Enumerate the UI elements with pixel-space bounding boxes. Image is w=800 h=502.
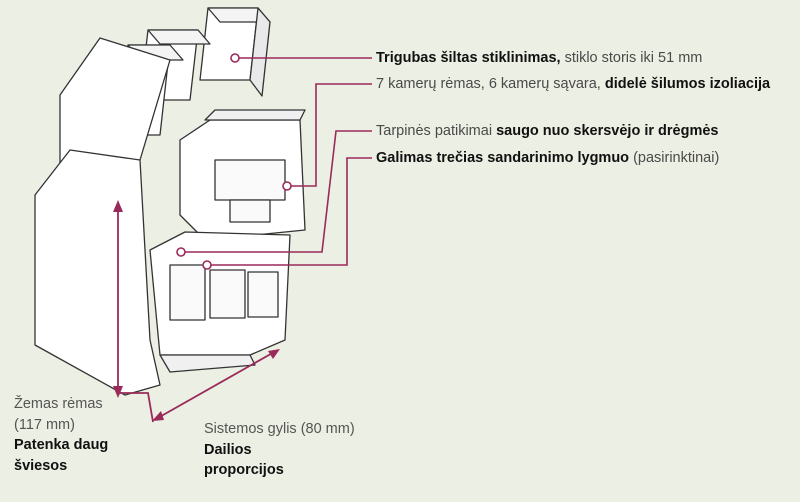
leader-line-chambers <box>287 83 372 187</box>
frame-height-value: (117 mm) <box>14 416 75 433</box>
frame-height-label: Žemas rėmas <box>14 396 103 412</box>
callout-chambers-rest: 7 kamerų rėmas, 6 kamerų sąvara, <box>376 76 605 92</box>
arrowhead-depth-start <box>152 411 164 421</box>
frame-benefit-line1: Patenka daug <box>14 437 109 454</box>
arrowhead-bottom <box>113 386 123 398</box>
callout-seal: Galimas trečias sandarinimo lygmuo (pasi… <box>376 149 719 167</box>
frame-height-note: Žemas rėmas (117 mm) Patenka daug švieso… <box>14 394 108 476</box>
glass-pane-3 <box>199 7 271 97</box>
leader-line-gaskets <box>181 130 372 253</box>
marker-glazing <box>230 53 240 63</box>
sash-profile <box>59 37 306 241</box>
frame-height-end-line <box>118 392 154 423</box>
window-profile-cross-section <box>34 7 306 396</box>
marker-seal <box>202 260 212 270</box>
frame-profile <box>34 149 291 396</box>
callout-gaskets: Tarpinės patikimai saugo nuo skersvėjo i… <box>376 122 719 140</box>
callout-glazing-bold: Trigubas šiltas stiklinimas, <box>376 50 561 66</box>
callout-seal-bold: Galimas trečias sandarinimo lygmuo <box>376 150 630 166</box>
callout-gaskets-bold: saugo nuo skersvėjo ir drėgmės <box>496 123 719 139</box>
marker-gaskets <box>176 247 186 257</box>
arrowhead-depth-end <box>268 349 280 359</box>
callout-chambers-bold: didelė šilumos izoliacija <box>604 76 771 92</box>
frame-benefit-line2: šviesos <box>14 457 68 474</box>
callout-glazing-rest: stiklo storis iki 51 mm <box>560 50 703 66</box>
depth-benefit-line1: Dailios <box>204 441 252 458</box>
depth-note: Sistemos gylis (80 mm) Dailios proporcij… <box>204 419 355 481</box>
depth-arrow <box>155 350 277 420</box>
callout-chambers: 7 kamerų rėmas, 6 kamerų sąvara, didelė … <box>376 75 770 93</box>
depth-benefit-line2: proporcijos <box>204 462 284 479</box>
callout-gaskets-rest: Tarpinės patikimai <box>376 123 497 139</box>
arrowhead-top <box>113 200 123 212</box>
leader-line-seal <box>207 157 372 266</box>
callout-seal-rest: (pasirinktinai) <box>629 150 720 166</box>
marker-chambers <box>282 181 292 191</box>
callout-glazing: Trigubas šiltas stiklinimas, stiklo stor… <box>376 49 702 67</box>
depth-label: Sistemos gylis (80 mm) <box>204 421 355 437</box>
